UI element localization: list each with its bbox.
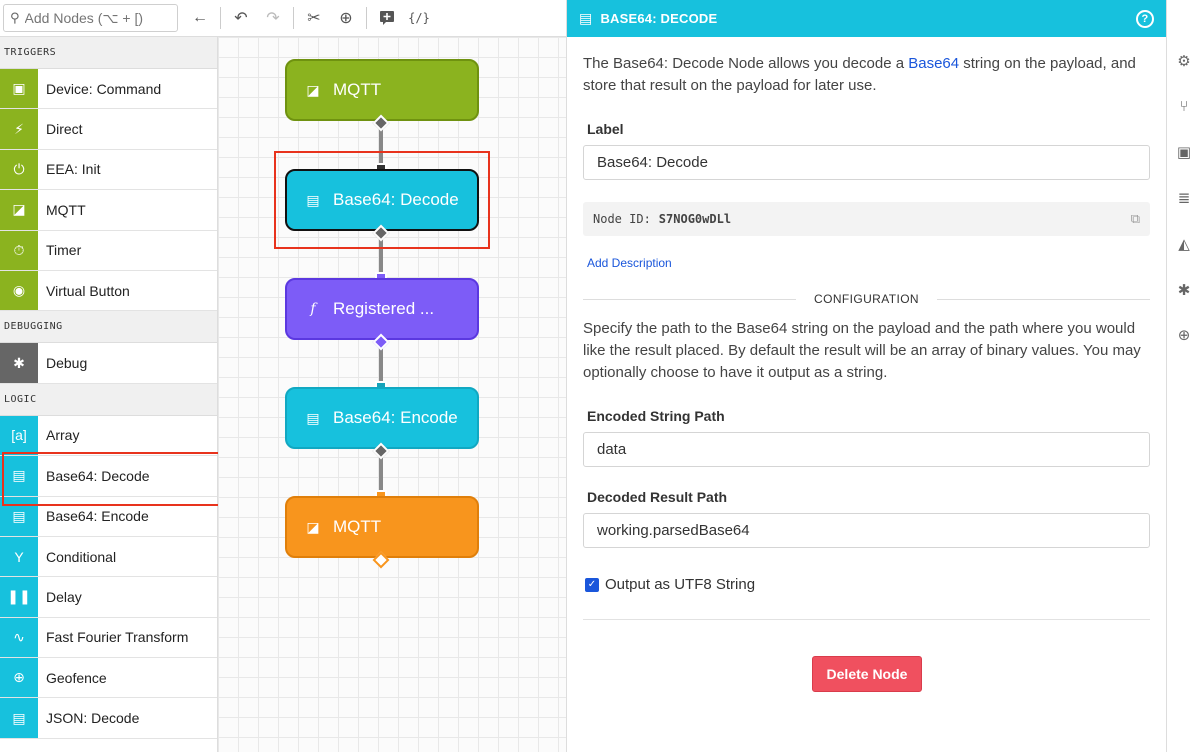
connection-wire xyxy=(379,123,383,171)
zoom-in-icon[interactable]: ⊕ xyxy=(339,10,353,27)
toolbar-divider xyxy=(220,7,221,29)
chart-area-icon[interactable]: ◭ xyxy=(1178,236,1190,253)
mqtt-icon: ◪ xyxy=(0,190,38,230)
bug-icon: ✱ xyxy=(0,343,38,383)
collapse-left-icon[interactable]: ← xyxy=(192,9,208,26)
json-icon: ▤ xyxy=(0,698,38,738)
palette-item-virtual-button[interactable]: ◉Virtual Button xyxy=(0,270,217,312)
globe-icon[interactable]: ⊕ xyxy=(1177,327,1191,344)
palette-item-base64-decode[interactable]: ▤Base64: Decode xyxy=(0,456,217,497)
node-description: The Base64: Decode Node allows you decod… xyxy=(583,55,1136,94)
connection-wire xyxy=(379,451,383,499)
crosshair-icon: ⊕ xyxy=(0,658,38,698)
palette-item-timer[interactable]: ⏱Timer xyxy=(0,230,217,271)
code-braces-icon[interactable]: {/} xyxy=(408,11,430,25)
base64-icon: ▤ xyxy=(306,409,320,426)
add-nodes-input[interactable] xyxy=(24,10,170,26)
power-icon: ⏻ xyxy=(0,149,38,190)
utf8-checkbox-label: Output as UTF8 String xyxy=(605,576,756,593)
base64-icon: ▤ xyxy=(0,496,38,536)
node-config-panel: ▤ BASE64: DECODE ? The Base64: Decode No… xyxy=(566,0,1166,752)
branch-icon[interactable]: ⑂ xyxy=(1179,97,1189,115)
copy-icon[interactable]: ⧉ xyxy=(1130,211,1140,227)
split-icon: Y xyxy=(0,536,38,577)
mqtt-icon: ◪ xyxy=(306,81,320,98)
highlight-selected-node xyxy=(274,151,490,249)
footer-divider xyxy=(583,619,1150,620)
toolbar-divider xyxy=(293,7,294,29)
palette-item-direct[interactable]: ⚡Direct xyxy=(0,109,217,150)
radio-button-icon: ◉ xyxy=(0,270,38,311)
encoded-path-label: Encoded String Path xyxy=(587,408,725,424)
redo-icon[interactable]: ↷ xyxy=(266,10,280,27)
connection-wire xyxy=(379,342,383,390)
canvas-toolbar: ⚲ ← ↶ ↷ ✂ ⊕ {/} xyxy=(0,0,566,37)
utf8-checkbox-row[interactable]: ✓ Output as UTF8 String xyxy=(585,576,1150,593)
search-icon: ⚲ xyxy=(10,10,20,25)
base64-icon: ▤ xyxy=(579,10,593,26)
palette-item-json-decode[interactable]: ▤JSON: Decode xyxy=(0,698,217,739)
node-id-value: S7NOG0wDLl xyxy=(658,212,732,226)
node-registered-function[interactable]: f Registered ... xyxy=(285,278,479,340)
node-mqtt-trigger[interactable]: ◪ MQTT xyxy=(285,59,479,121)
section-triggers: TRIGGERS xyxy=(0,37,217,69)
palette-item-delay[interactable]: ❚❚Delay xyxy=(0,577,217,618)
node-mqtt-output[interactable]: ◪ MQTT xyxy=(285,496,479,558)
right-icon-rail: ⚙ ⑂ ▣ ≣ ◭ ✱ ⊕ xyxy=(1166,0,1200,752)
add-description-link[interactable]: Add Description xyxy=(587,256,672,270)
label-field-title: Label xyxy=(587,121,624,137)
palette-item-debug[interactable]: ✱Debug xyxy=(0,343,217,384)
encoded-path-input[interactable]: data xyxy=(583,432,1150,467)
palette-item-mqtt[interactable]: ◪MQTT xyxy=(0,190,217,231)
help-icon[interactable]: ? xyxy=(1136,9,1154,28)
pause-icon: ❚❚ xyxy=(0,577,38,617)
node-id-label: Node ID: xyxy=(593,212,651,226)
section-debugging: DEBUGGING xyxy=(0,311,217,344)
node-id-box: Node ID: S7NOG0wDLl ⧉ xyxy=(583,202,1150,236)
chip-icon[interactable]: ▣ xyxy=(1176,144,1192,161)
section-logic: LOGIC xyxy=(0,383,217,416)
checkbox-checked-icon[interactable]: ✓ xyxy=(585,577,599,592)
add-nodes-search[interactable]: ⚲ xyxy=(3,4,178,32)
node-palette: TRIGGERS ▣Device: Command ⚡Direct ⏻EEA: … xyxy=(0,37,218,752)
base64-icon: ▤ xyxy=(306,191,320,208)
database-icon[interactable]: ≣ xyxy=(1177,190,1191,207)
highlight-palette-base64-decode xyxy=(2,452,230,506)
function-icon: f xyxy=(310,301,316,317)
panel-title: BASE64: DECODE xyxy=(600,11,718,26)
chip-icon: ▣ xyxy=(0,69,38,109)
palette-item-base64-encode[interactable]: ▤Base64: Encode xyxy=(0,496,217,537)
palette-item-device-command[interactable]: ▣Device: Command xyxy=(0,69,217,110)
delete-node-button[interactable]: Delete Node xyxy=(812,656,922,692)
base64-icon: ▤ xyxy=(0,456,38,496)
gear-icon[interactable]: ⚙ xyxy=(1177,53,1191,70)
add-comment-icon[interactable] xyxy=(371,4,403,32)
palette-item-array[interactable]: [a]Array xyxy=(0,415,217,457)
mqtt-icon: ◪ xyxy=(306,518,320,535)
configuration-divider: CONFIGURATION xyxy=(583,292,1151,306)
array-icon: [a] xyxy=(0,415,38,456)
connection-wire xyxy=(379,233,383,281)
waveform-icon: ∿ xyxy=(0,617,38,658)
toolbar-divider xyxy=(366,7,367,29)
workflow-canvas[interactable]: ◪ MQTT ▤ Base64: Decode f Registered ...… xyxy=(218,37,566,752)
label-input[interactable]: Base64: Decode xyxy=(583,145,1150,180)
panel-header: ▤ BASE64: DECODE ? xyxy=(567,0,1166,37)
config-description: Specify the path to the Base64 string on… xyxy=(583,320,1141,381)
timer-icon: ⏱ xyxy=(0,230,38,270)
cut-icon[interactable]: ✂ xyxy=(307,10,321,27)
bug-icon[interactable]: ✱ xyxy=(1177,282,1191,299)
palette-item-eea-init[interactable]: ⏻EEA: Init xyxy=(0,149,217,191)
node-base64-encode[interactable]: ▤ Base64: Encode xyxy=(285,387,479,449)
palette-item-geofence[interactable]: ⊕Geofence xyxy=(0,658,217,699)
configuration-title: CONFIGURATION xyxy=(814,292,919,306)
base64-link[interactable]: Base64 xyxy=(908,55,960,72)
lightning-icon: ⚡ xyxy=(0,109,38,149)
undo-icon[interactable]: ↶ xyxy=(234,10,248,27)
decoded-path-input[interactable]: working.parsedBase64 xyxy=(583,513,1150,548)
palette-item-fft[interactable]: ∿Fast Fourier Transform xyxy=(0,617,217,659)
decoded-path-label: Decoded Result Path xyxy=(587,489,728,505)
